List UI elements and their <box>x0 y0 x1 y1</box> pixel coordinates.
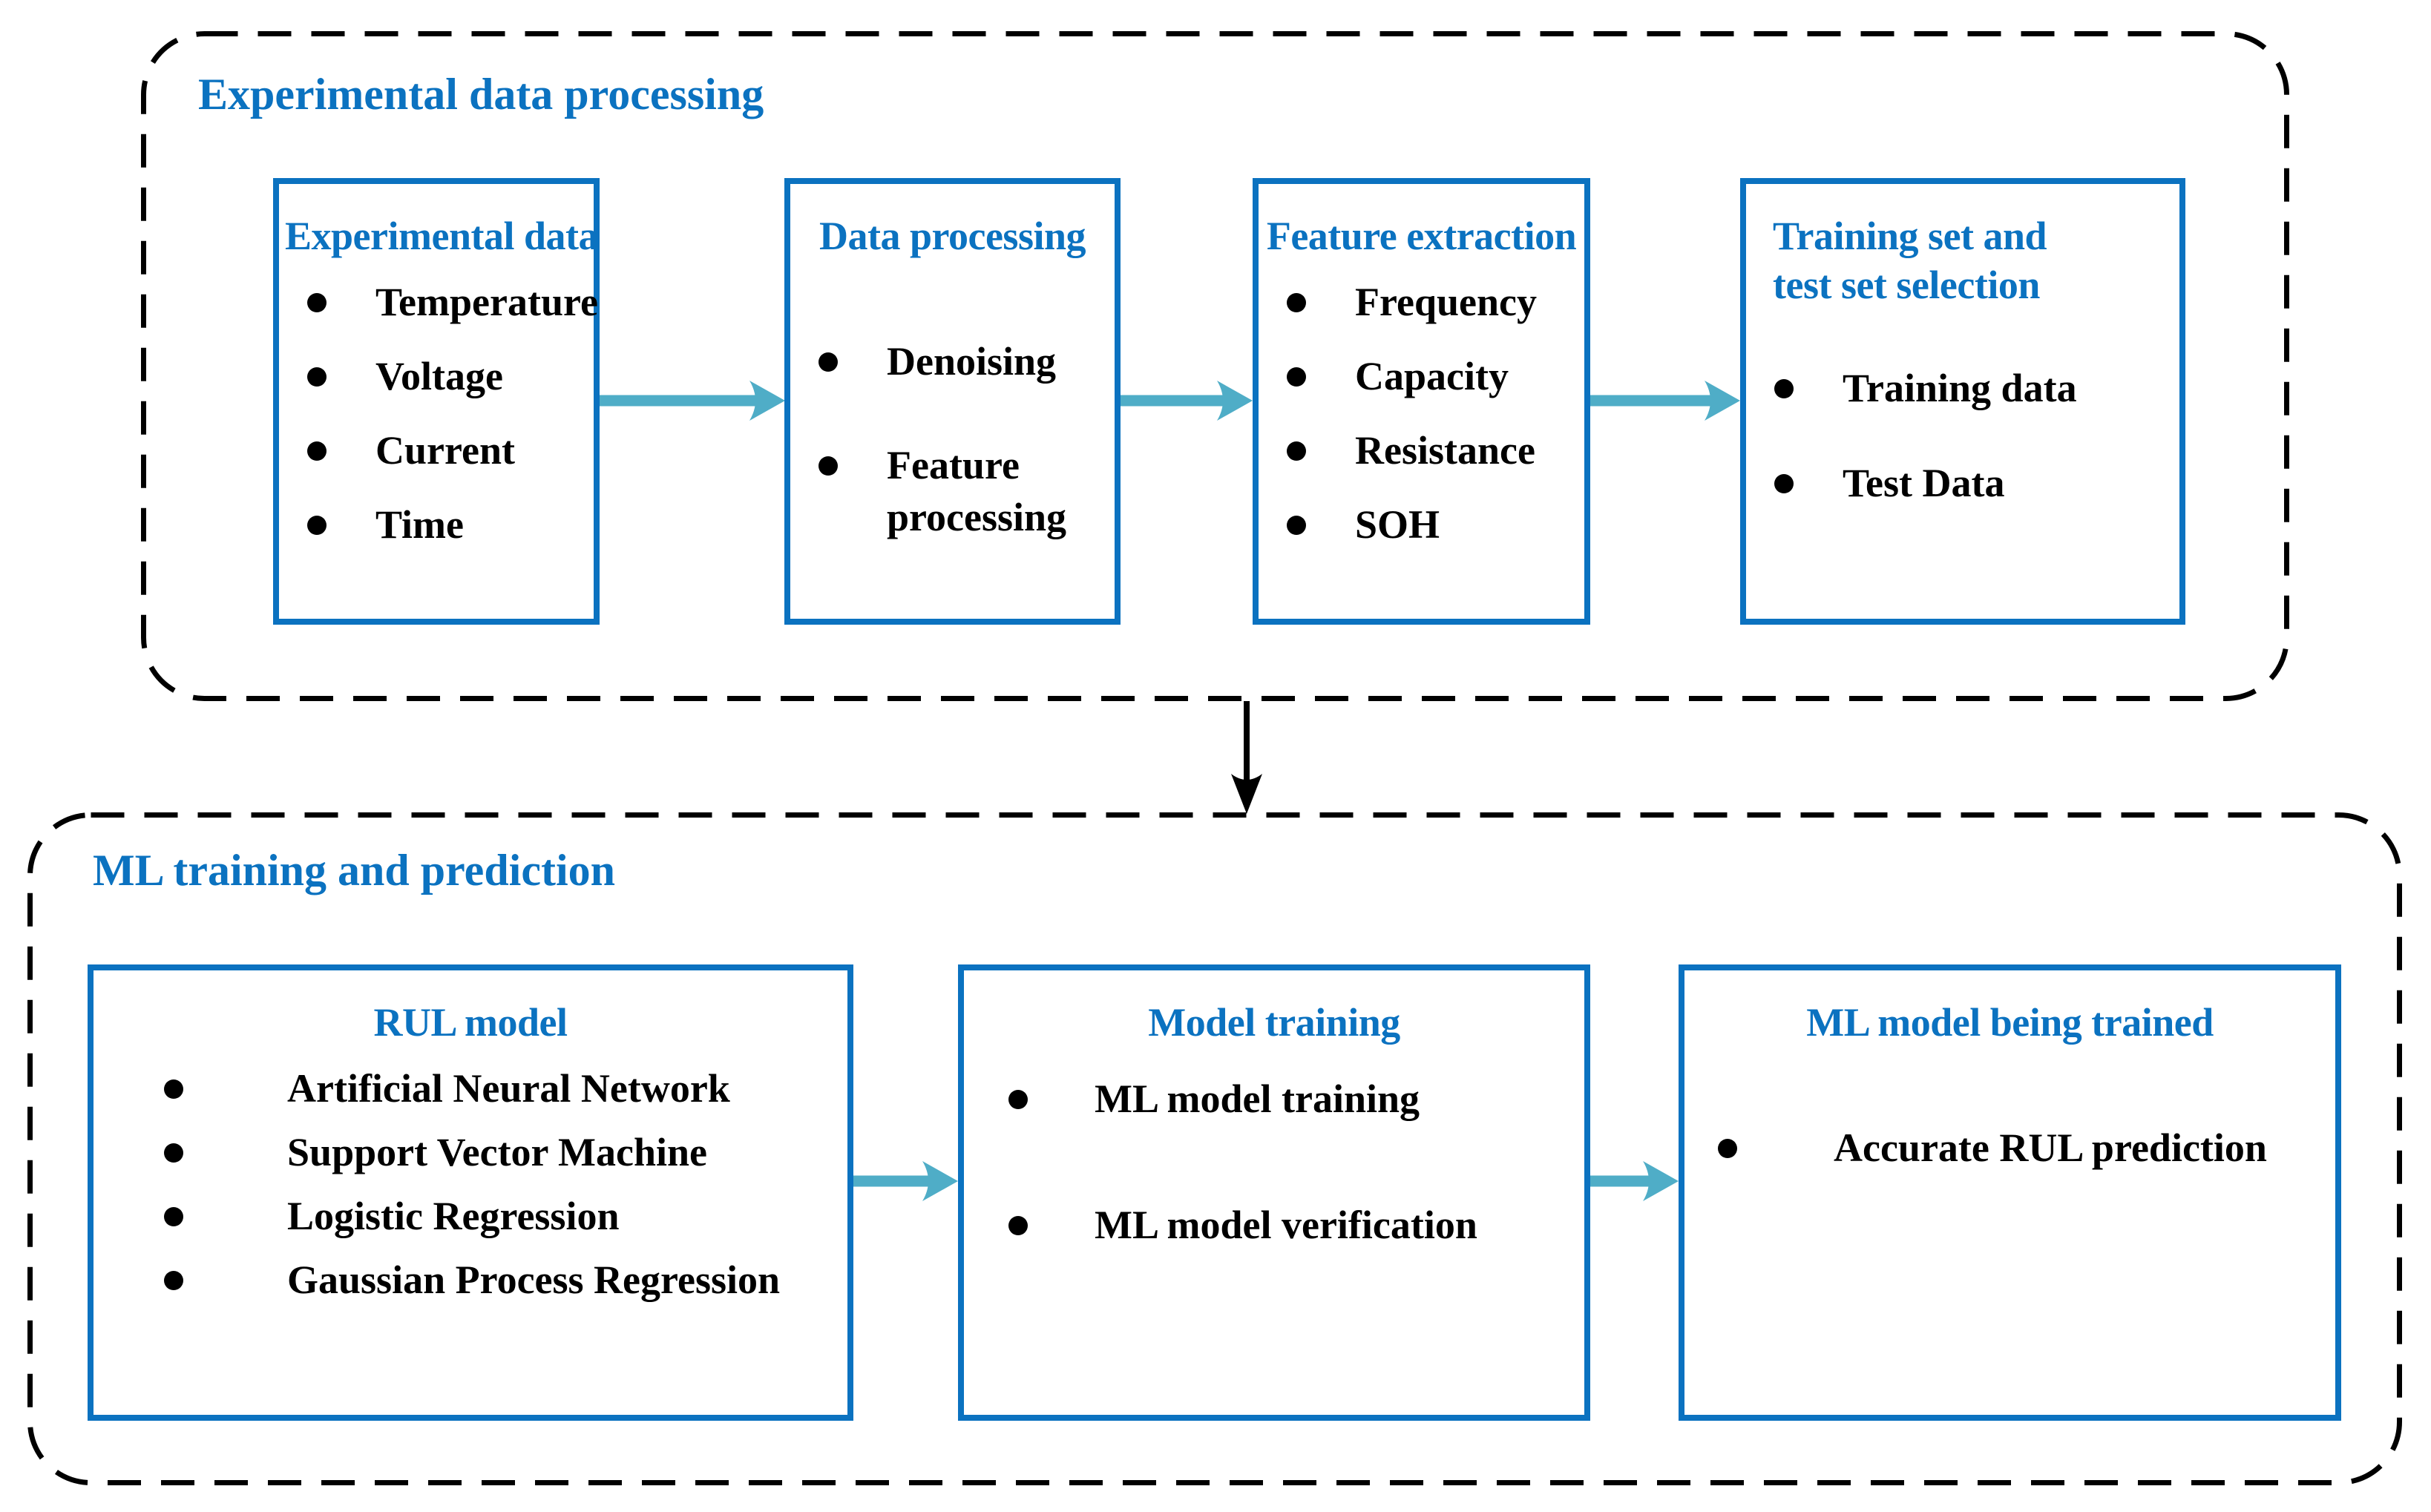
bullet-dot-icon <box>307 441 327 461</box>
box-title: RUL model <box>373 1000 568 1045</box>
list-item: Accurate RUL prediction <box>1718 1122 2331 1174</box>
bullet-dot-icon <box>1287 367 1306 387</box>
bullet-list: Temperature Voltage Current Time <box>279 276 598 551</box>
bullet-dot-icon <box>1287 292 1306 312</box>
flow-arrow-right-icon <box>1590 381 1740 421</box>
box-title: Feature extraction <box>1266 214 1577 258</box>
list-item: Frequency <box>1287 276 1580 328</box>
flow-arrow-down-icon <box>1231 701 1262 814</box>
box-title: Experimental data <box>285 214 598 258</box>
list-item: Resistance <box>1287 424 1580 476</box>
bullet-dot-icon <box>1718 1138 1737 1158</box>
list-item: Denoising <box>818 335 1110 387</box>
box-title: Model training <box>1148 1000 1400 1045</box>
box-ml-model-being-trained: ML model being trained Accurate RUL pred… <box>1679 964 2341 1421</box>
bullet-dot-icon <box>818 456 838 476</box>
list-item: Temperature <box>307 276 598 328</box>
list-item: Voltage <box>307 350 589 402</box>
bullet-list: Frequency Capacity Resistance SOH <box>1259 276 1584 551</box>
list-item: SOH <box>1287 499 1580 550</box>
bullet-dot-icon <box>1774 378 1794 398</box>
box-title: Data processing <box>818 214 1086 258</box>
bullet-dot-icon <box>818 352 838 372</box>
list-item: Current <box>307 424 589 476</box>
box-rul-model: RUL model Artificial Neural Network Supp… <box>88 964 853 1421</box>
bottom-section-label: ML training and prediction <box>93 846 616 895</box>
box-experimental-data: Experimental data Temperature Voltage Cu… <box>273 178 600 625</box>
flow-arrow-right-icon <box>600 381 785 421</box>
bullet-list: Artificial Neural Network Support Vector… <box>94 1062 847 1306</box>
box-model-training: Model training ML model training ML mode… <box>958 964 1590 1421</box>
list-item: Artificial Neural Network <box>164 1062 843 1114</box>
flow-arrow-right-icon <box>1590 1161 1679 1201</box>
top-section-label: Experimental data processing <box>198 70 764 119</box>
bullet-dot-icon <box>1008 1216 1028 1236</box>
box-training-test-set-selection: Training set and test set selection Trai… <box>1740 178 2185 625</box>
bullet-dot-icon <box>1287 441 1306 461</box>
list-item: Logistic Regression <box>164 1190 843 1242</box>
list-item: Gaussian Process Regression <box>164 1254 843 1306</box>
flow-arrow-right-icon <box>1121 381 1253 421</box>
bullet-dot-icon <box>1008 1089 1028 1109</box>
bullet-dot-icon <box>164 1079 183 1099</box>
experimental-data-processing-group: Experimental data processing Experimenta… <box>141 31 2289 701</box>
bullet-list: ML model training ML model verification <box>964 1073 1584 1251</box>
list-item: Capacity <box>1287 350 1580 402</box>
bullet-dot-icon <box>164 1143 183 1163</box>
list-item: Time <box>307 499 589 550</box>
box-feature-extraction: Feature extraction Frequency Capacity Re… <box>1253 178 1590 625</box>
bullet-dot-icon <box>307 516 327 536</box>
bullet-dot-icon <box>164 1271 183 1291</box>
flow-arrow-right-icon <box>853 1161 958 1201</box>
bullet-dot-icon <box>164 1207 183 1227</box>
ml-training-prediction-group: ML training and prediction RUL model Art… <box>27 812 2402 1485</box>
box-title: ML model being trained <box>1806 1000 2214 1045</box>
box-data-processing: Data processing Denoising Feature proces… <box>784 178 1121 625</box>
bullet-list: Accurate RUL prediction <box>1684 1122 2335 1174</box>
list-item: Feature processing <box>818 439 1110 543</box>
list-item: Test Data <box>1774 457 2175 509</box>
bullet-dot-icon <box>1774 473 1794 493</box>
bullet-dot-icon <box>307 292 327 312</box>
bullet-list: Denoising Feature processing <box>790 335 1115 544</box>
list-item: Training data <box>1774 362 2175 414</box>
box-title: Training set and test set selection <box>1773 214 2047 307</box>
bullet-dot-icon <box>1287 516 1306 536</box>
list-item: ML model verification <box>1008 1199 1580 1251</box>
list-item: ML model training <box>1008 1073 1580 1125</box>
list-item: Support Vector Machine <box>164 1126 843 1178</box>
bullet-dot-icon <box>307 367 327 387</box>
bullet-list: Training data Test Data <box>1746 362 2179 509</box>
